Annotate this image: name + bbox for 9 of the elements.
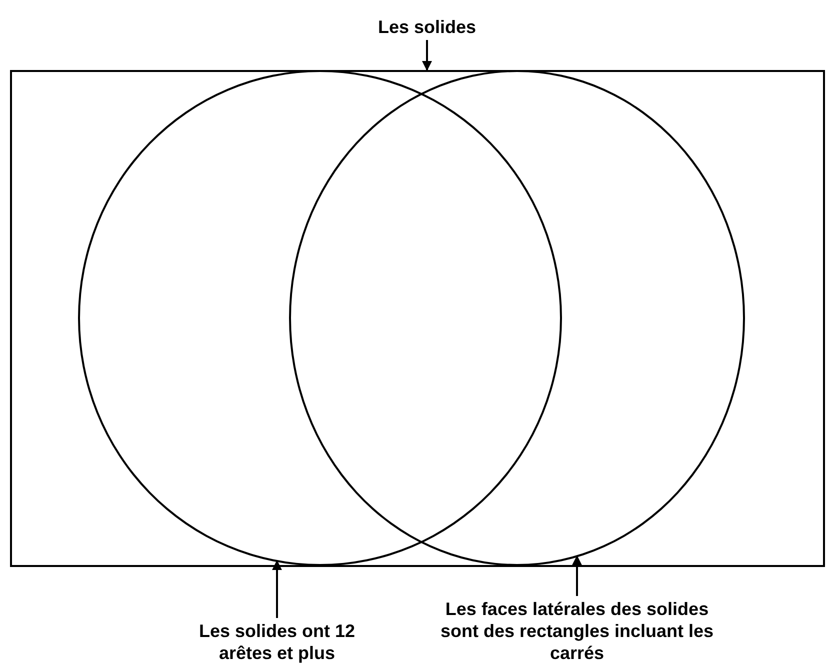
ellipse-outline [78,70,562,566]
caption-label: Les solides ont 12 arêtes et plus [192,620,362,664]
ellipse-outline [289,70,745,566]
caption-label: Les faces latérales des solides sont des rectangles incluant les carrés [440,598,714,664]
caption-label: Les solides [327,16,527,38]
rectangle-outline [10,70,825,567]
arrow [572,555,582,596]
arrow [422,40,432,71]
arrow [272,560,282,618]
